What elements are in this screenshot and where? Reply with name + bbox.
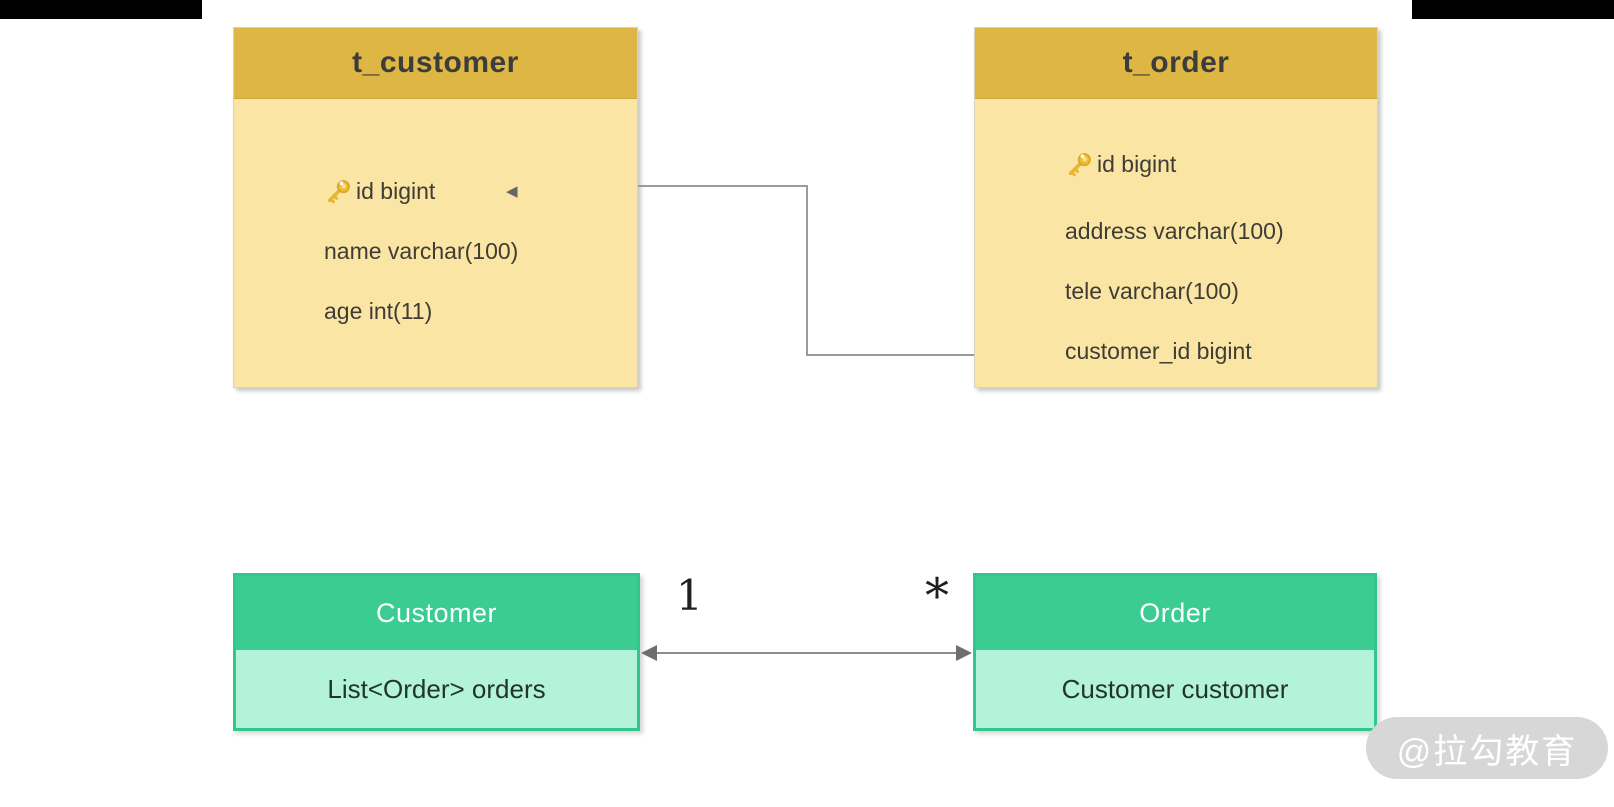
multiplicity-one-label: 1	[676, 571, 703, 620]
er-field-row: name varchar(100)	[324, 236, 518, 266]
uml-class-title: Order	[976, 576, 1374, 650]
uml-class-order: Order Customer customer	[973, 573, 1377, 731]
left-triangle-marker-icon: ◀	[506, 183, 518, 200]
uml-class-attribute: List<Order> orders	[327, 673, 546, 704]
er-table-title: t_customer	[234, 28, 637, 99]
er-field-row: id bigint	[324, 176, 435, 206]
top-left-black-bar	[0, 0, 202, 19]
er-table-title: t_order	[975, 28, 1377, 99]
er-field-label: tele varchar(100)	[1065, 277, 1239, 304]
er-field-row: address varchar(100)	[1065, 216, 1284, 246]
er-field-row: id bigint	[1065, 149, 1176, 179]
arrowhead-left-icon	[641, 645, 657, 661]
er-field-label: address varchar(100)	[1065, 217, 1284, 244]
er-field-label: customer_id bigint	[1065, 337, 1252, 364]
primary-key-icon	[327, 180, 350, 204]
er-field-label: age int(11)	[324, 297, 433, 324]
er-field-label: name varchar(100)	[324, 237, 519, 264]
primary-key-icon	[1068, 153, 1091, 177]
table-connector-segment-horizontal-right	[806, 354, 974, 356]
uml-class-attribute: Customer customer	[1061, 673, 1289, 704]
watermark-badge: @拉勾教育	[1366, 717, 1608, 779]
multiplicity-many-label: *	[925, 568, 949, 624]
table-connector-segment-horizontal-left	[638, 185, 808, 187]
table-connector-segment-vertical	[806, 185, 808, 356]
er-field-row: customer_id bigint	[1065, 336, 1252, 366]
er-field-label: id bigint	[1097, 150, 1177, 177]
er-table-t-order: t_order id bigint address varchar(100) t…	[974, 27, 1378, 388]
association-line	[652, 652, 960, 654]
uml-class-title: Customer	[236, 576, 637, 650]
er-field-row: tele varchar(100)	[1065, 276, 1239, 306]
top-right-black-bar	[1412, 0, 1614, 19]
uml-class-customer: Customer List<Order> orders	[233, 573, 640, 731]
er-table-t-customer: t_customer id bigint name varchar(100) a…	[233, 27, 638, 388]
er-field-row: age int(11)	[324, 296, 432, 326]
arrowhead-right-icon	[956, 645, 972, 661]
er-field-label: id bigint	[356, 177, 436, 204]
